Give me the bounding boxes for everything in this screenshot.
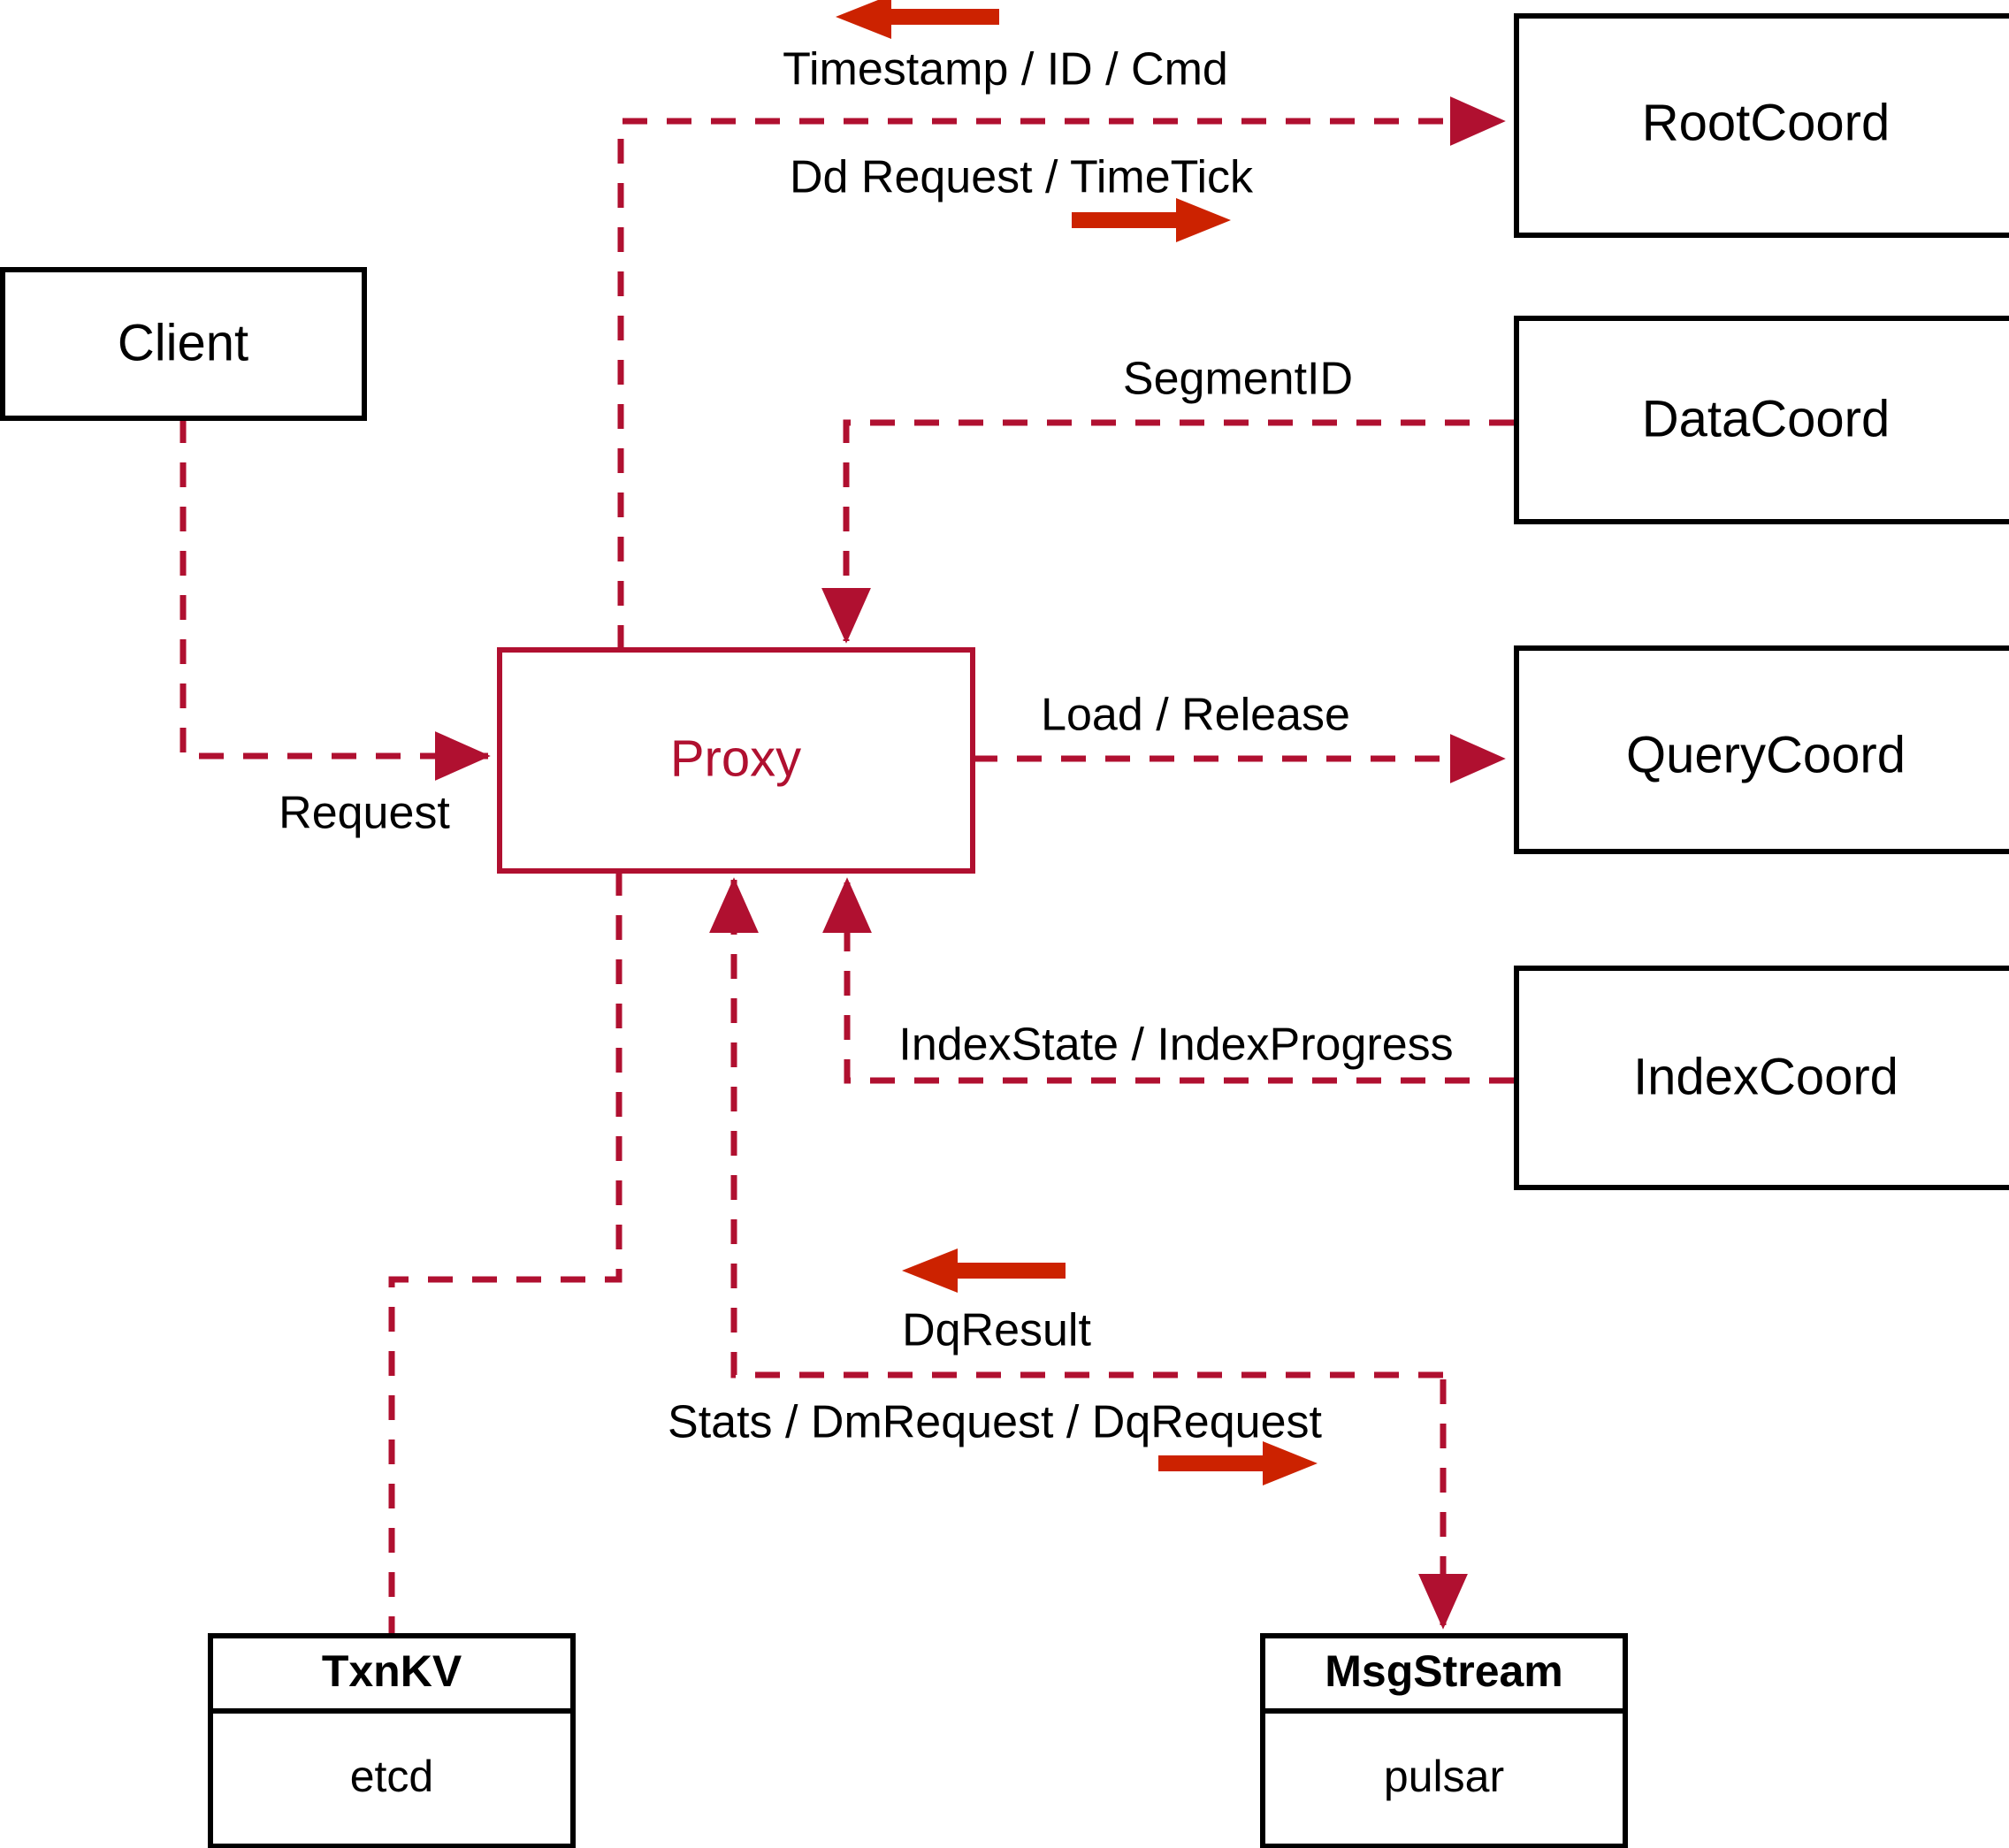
node-rootcoord-label: RootCoord <box>1642 94 1890 151</box>
node-datacoord[interactable]: DataCoord <box>1514 316 2009 524</box>
node-msgstream-label: MsgStream <box>1325 1646 1563 1696</box>
node-msgstream[interactable]: MsgStream pulsar <box>1260 1633 1628 1848</box>
edge-proxy-to-txnkv <box>388 871 623 1636</box>
node-txnkv-label: TxnKV <box>322 1646 462 1696</box>
edge-label-load-release: Load / Release <box>1041 690 1350 741</box>
node-client-label: Client <box>118 314 248 371</box>
edge-datacoord-to-proxy <box>821 419 1514 644</box>
node-querycoord[interactable]: QueryCoord <box>1514 645 2009 854</box>
edge-label-dq-result: DqResult <box>902 1305 1091 1356</box>
edge-label-stats-dm-dq-request: Stats / DmRequest / DqRequest <box>668 1397 1322 1448</box>
node-client[interactable]: Client <box>0 267 367 421</box>
edge-label-timestamp-id-cmd: Timestamp / ID / Cmd <box>783 44 1228 95</box>
node-indexcoord[interactable]: IndexCoord <box>1514 966 2009 1190</box>
edge-label-index-state-progress: IndexState / IndexProgress <box>898 1019 1453 1071</box>
node-datacoord-label: DataCoord <box>1642 390 1890 447</box>
node-indexcoord-label: IndexCoord <box>1633 1048 1898 1105</box>
edge-label-request: Request <box>279 788 450 839</box>
direction-arrow-dqrequest-right <box>1158 1441 1318 1485</box>
node-proxy[interactable]: Proxy <box>497 647 975 874</box>
edge-proxy-to-rootcoord <box>617 96 1506 650</box>
node-proxy-label: Proxy <box>670 729 801 787</box>
edge-indexcoord-to-proxy <box>822 877 1514 1084</box>
node-txnkv[interactable]: TxnKV etcd <box>208 1633 576 1848</box>
edge-label-segment-id: SegmentID <box>1123 354 1353 405</box>
node-querycoord-label: QueryCoord <box>1626 726 1906 783</box>
node-txnkv-impl: etcd <box>350 1752 434 1801</box>
edge-label-dd-request-timetick: Dd Request / TimeTick <box>790 152 1254 203</box>
node-rootcoord[interactable]: RootCoord <box>1514 13 2009 238</box>
edge-msgstream-to-proxy <box>709 877 1443 1378</box>
direction-arrow-timestamp-left <box>836 0 999 39</box>
edge-client-to-proxy <box>180 418 491 781</box>
node-msgstream-impl: pulsar <box>1384 1752 1504 1801</box>
direction-arrow-ddrequest-right <box>1072 198 1231 242</box>
direction-arrow-dqresult-left <box>902 1249 1066 1293</box>
